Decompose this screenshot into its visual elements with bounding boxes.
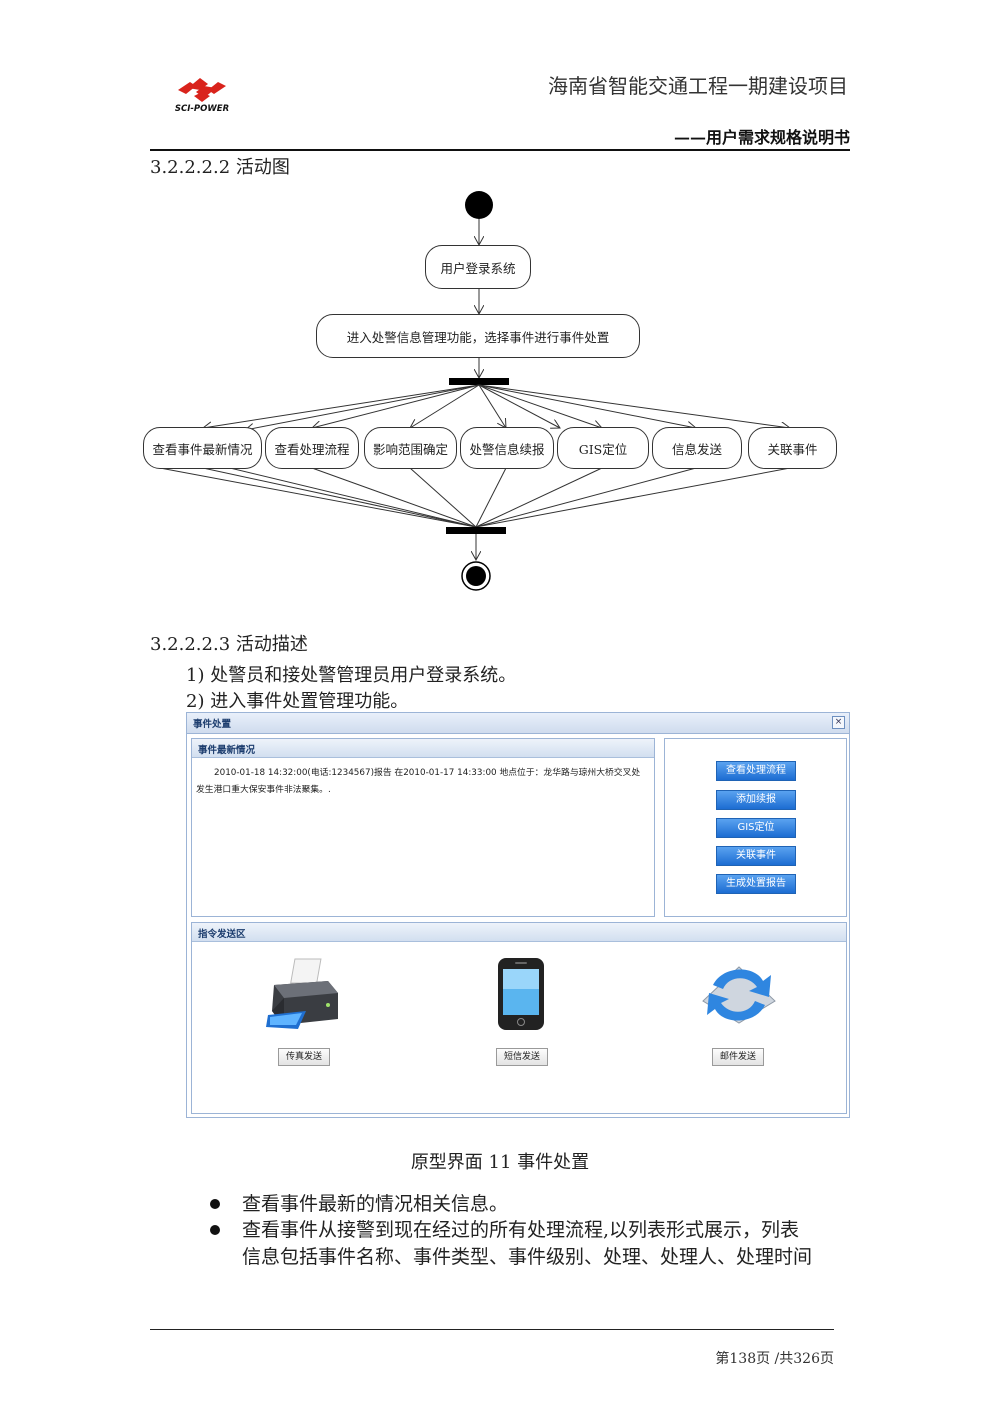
activity-node-gis: GIS定位 <box>557 427 649 469</box>
activity-node-related-event: 关联事件 <box>748 427 837 469</box>
activity-node-send-info: 信息发送 <box>652 427 742 469</box>
svg-text:SCI-POWER: SCI-POWER <box>175 104 229 114</box>
step-item: 1) 处警员和接处警管理员用户登录系统。 <box>186 661 516 687</box>
activity-node-impact-scope: 影响范围确定 <box>364 427 457 469</box>
email-send-button[interactable]: 邮件发送 <box>712 1048 764 1066</box>
header-divider <box>150 149 850 151</box>
fax-printer-icon <box>266 953 342 1033</box>
bullet-dot <box>210 1199 220 1209</box>
generate-report-button[interactable]: 生成处置报告 <box>716 874 796 894</box>
join-bar <box>446 527 506 534</box>
activity-node-login: 用户登录系统 <box>425 245 531 289</box>
activity-node-view-process: 查看处理流程 <box>265 427 359 469</box>
panel-header: 指令发送区 <box>192 923 846 942</box>
section-heading-activity-diagram: 3.2.2.2.2 活动图 <box>150 153 290 179</box>
company-logo: SCI-POWER <box>160 74 244 114</box>
panel-title: 事件最新情况 <box>198 742 255 756</box>
gis-location-button[interactable]: GIS定位 <box>716 818 796 838</box>
panel-header: 事件最新情况 <box>192 739 654 758</box>
footer-divider <box>150 1329 834 1330</box>
related-event-button[interactable]: 关联事件 <box>716 846 796 866</box>
action-panel: 查看处理流程 添加续报 GIS定位 关联事件 生成处置报告 <box>664 738 847 917</box>
close-icon[interactable]: × <box>832 716 845 729</box>
sms-send-button[interactable]: 短信发送 <box>496 1048 548 1066</box>
page-number: 第138页 /共326页 <box>600 1348 834 1368</box>
view-process-button[interactable]: 查看处理流程 <box>716 761 796 781</box>
activity-node-followup-report: 处警信息续报 <box>460 427 554 469</box>
initial-node <box>465 191 493 219</box>
bullet-text-continued: 信息包括事件名称、事件类型、事件级别、处理、处理人、处理时间 <box>242 1244 812 1271</box>
document-title: 海南省智能交通工程一期建设项目 <box>500 70 848 99</box>
window-titlebar: 事件处置 × <box>187 713 849 734</box>
fork-bar <box>449 378 509 385</box>
sms-phone-icon <box>497 957 545 1031</box>
activity-node-enter-management: 进入处警信息管理功能，选择事件进行事件处置 <box>316 314 640 358</box>
figure-caption: 原型界面 11 事件处置 <box>0 1148 1000 1174</box>
bullet-text: 查看事件从接警到现在经过的所有处理流程,以列表形式展示，列表 <box>242 1217 799 1244</box>
add-followup-button[interactable]: 添加续报 <box>716 790 796 810</box>
command-send-panel: 指令发送区 <box>191 922 847 1114</box>
window-title: 事件处置 <box>193 716 231 730</box>
latest-info-panel: 事件最新情况 2010-01-18 14:32:00(电话:1234567)报告… <box>191 738 655 917</box>
step-item: 2) 进入事件处置管理功能。 <box>186 687 408 713</box>
section-heading-activity-description: 3.2.2.2.3 活动描述 <box>150 630 308 656</box>
panel-title: 指令发送区 <box>198 926 246 940</box>
event-description: 2010-01-18 14:32:00(电话:1234567)报告 在2010-… <box>196 765 641 799</box>
activity-node-view-latest: 查看事件最新情况 <box>143 427 262 469</box>
prototype-window: 事件处置 × 事件最新情况 2010-01-18 14:32:00(电话:123… <box>186 712 850 1118</box>
bullet-text: 查看事件最新的情况相关信息。 <box>242 1191 508 1218</box>
final-node-ring <box>462 562 490 590</box>
fax-send-button[interactable]: 传真发送 <box>278 1048 330 1066</box>
bullet-dot <box>210 1225 220 1235</box>
email-sync-icon <box>699 961 779 1029</box>
final-node <box>466 566 486 586</box>
document-subtitle: ——用户需求规格说明书 <box>500 124 850 148</box>
